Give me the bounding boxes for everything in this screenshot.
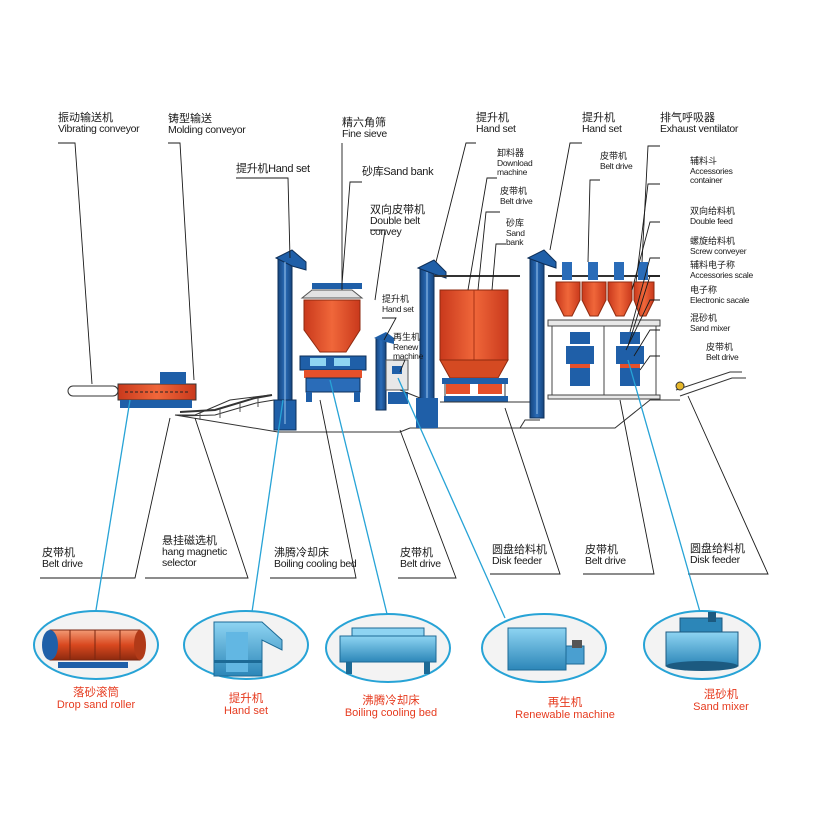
label-accessories-scale: 辅料电子称 Accessories scale: [690, 261, 753, 281]
sand-bank-2-machine: [439, 289, 530, 403]
bucket-elevator-4: [526, 249, 557, 419]
caption-sand-mixer: 混砂机 Sand mixer: [693, 687, 749, 713]
caption-boiling-cooling-bed: 沸腾冷却床 Boiling cooling bed: [344, 693, 438, 719]
label-molding-conveyor: 铸型输送 Molding conveyor: [168, 112, 246, 136]
label-accessories-container: 辅料斗 Accessories container: [690, 157, 733, 186]
label-exhaust-ventilator: 排气呼吸器 Exhaust ventilator: [660, 111, 739, 135]
label-double-feed: 双向给料机 Double feed: [690, 207, 736, 227]
caption-hand-set: 提升机 Hand set: [223, 691, 269, 717]
label-disk-feeder-2: 圆盘给料机 Disk feeder: [690, 542, 745, 566]
sand-bank-1-machine: [299, 283, 367, 402]
photo-hand-set: [183, 610, 309, 680]
caption-renewable-machine: 再生机 Renewable machine: [515, 695, 615, 721]
output-belt: [675, 371, 746, 397]
label-vibrating-conveyor: 振动输送机 Vibrating conveyor: [58, 111, 140, 135]
renew-machine: [385, 359, 421, 404]
label-electronic-scale: 电子称 Electronic sacale: [690, 286, 750, 306]
bottom-leader-lines: [40, 395, 769, 579]
label-download-machine: 卸料器 Download machine: [497, 149, 533, 178]
top-leader-lines: [58, 142, 660, 385]
label-belt-drive-top2: 皮带机 Belt drive: [600, 152, 633, 172]
label-belt-drive-top: 皮带机 Belt drive: [500, 187, 533, 207]
label-double-belt: 双向皮带机 Double belt convey: [370, 203, 425, 238]
photo-leader-lines: [95, 359, 701, 619]
label-renew-machine: 再生机 Renew machine: [393, 333, 424, 362]
vibrating-conveyor-machine: [67, 372, 197, 408]
floor-lines: [174, 394, 680, 433]
mixer-station: [547, 262, 661, 400]
photo-renewable-machine: [481, 613, 607, 683]
label-belt-drive-3: 皮带机 Belt drive: [585, 543, 626, 567]
label-hand-set-3: 提升机 Hand set: [476, 111, 516, 135]
molding-conveyor-machine: [179, 394, 275, 420]
label-hand-set-2: 提升机 Hand set: [382, 295, 414, 315]
photo-drop-sand-roller: [33, 610, 159, 680]
label-hand-set-1: 提升机Hand set: [236, 163, 310, 175]
label-fine-sieve: 精六角筛 Fine sieve: [342, 116, 387, 140]
label-sand-bank-1: 砂库Sand bank: [362, 166, 434, 178]
label-sand-mixer-top: 混砂机 Sand mixer: [690, 314, 730, 334]
caption-drop-sand-roller: 落砂滚筒 Drop sand roller: [56, 685, 136, 711]
label-boiling-cooling-bed: 沸腾冷却床 Boiling cooling bed: [274, 546, 357, 570]
bucket-elevator-3: [416, 259, 447, 429]
photo-boiling-cooling-bed: [325, 613, 451, 683]
label-belt-drive-1: 皮带机 Belt drive: [42, 546, 83, 570]
label-belt-drive-right: 皮带机 Belt drive: [706, 343, 739, 363]
label-screw-conveyer: 螺旋给料机 Screw conveyer: [690, 237, 747, 257]
label-sand-bank-2: 砂库 Sand bank: [506, 219, 525, 248]
photo-sand-mixer: [643, 610, 761, 680]
label-disk-feeder-1: 圆盘给料机 Disk feeder: [492, 543, 547, 567]
bucket-elevator-1: [273, 249, 307, 431]
label-hand-set-4: 提升机 Hand set: [582, 111, 622, 135]
label-magnetic-selector: 悬挂磁选机 hang magnetic selector: [162, 534, 227, 569]
label-belt-drive-2: 皮带机 Belt drive: [400, 546, 441, 570]
